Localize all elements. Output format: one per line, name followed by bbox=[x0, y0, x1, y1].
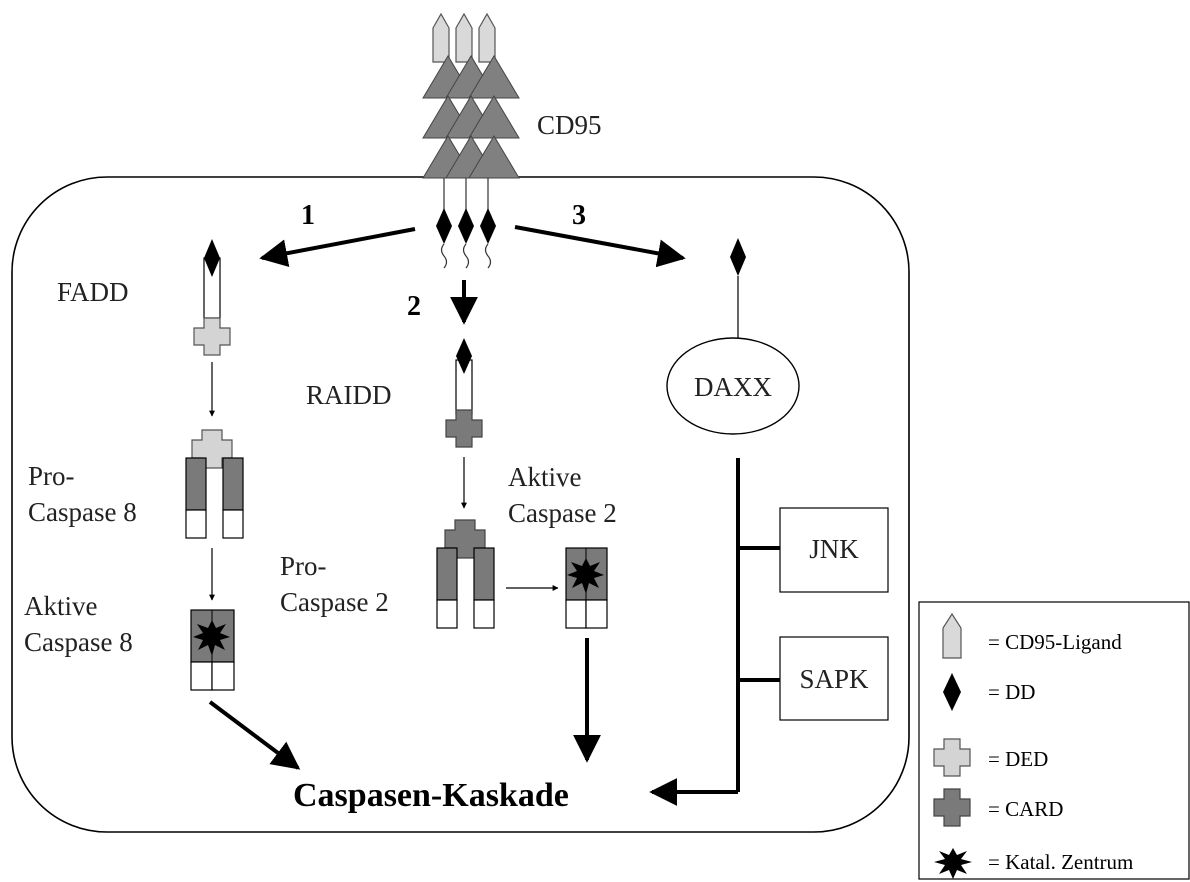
transmembrane-lines bbox=[443, 178, 489, 210]
legend-dd-icon bbox=[943, 673, 961, 711]
receptor-death-domains bbox=[436, 208, 496, 244]
caspase-cascade-label: Caspasen-Kaskade bbox=[293, 777, 569, 814]
legend-catalytic-center-icon bbox=[934, 848, 972, 879]
pathway-1-number: 1 bbox=[301, 200, 315, 231]
raidd-card bbox=[445, 409, 483, 448]
sapk-label: SAPK bbox=[799, 664, 869, 694]
aktcasp2-line1: Aktive bbox=[508, 462, 582, 492]
cell-membrane bbox=[11, 176, 910, 833]
procasp8-line2: Caspase 8 bbox=[28, 497, 137, 527]
procaspase-2-shape bbox=[436, 519, 495, 629]
legend-ded-icon bbox=[933, 738, 971, 777]
procasp2-line1: Pro- bbox=[280, 551, 327, 581]
daxx-signal-path bbox=[736, 458, 780, 792]
active-caspase-2-shape bbox=[565, 547, 608, 629]
catalytic-center-icon bbox=[193, 620, 230, 656]
legend-ligand-icon bbox=[942, 612, 962, 659]
procasp2-line2: Caspase 2 bbox=[280, 587, 389, 617]
jnk-label: JNK bbox=[809, 534, 859, 564]
daxx-label: DAXX bbox=[694, 372, 772, 402]
pathway-1-arrow bbox=[259, 227, 416, 268]
receptor-label: CD95 bbox=[537, 110, 602, 140]
pathway-2-number: 2 bbox=[407, 291, 421, 322]
daxx-dd bbox=[730, 238, 746, 276]
raidd-label: RAIDD bbox=[306, 380, 392, 410]
fadd-ded bbox=[193, 317, 231, 356]
legend-ded-text: = DED bbox=[988, 747, 1048, 771]
fadd-label: FADD bbox=[57, 277, 129, 307]
legend-card-icon bbox=[933, 788, 971, 827]
raidd-dd bbox=[456, 338, 472, 374]
procaspase-8-shape bbox=[185, 429, 244, 539]
pathway-3-number: 3 bbox=[572, 200, 586, 231]
legend-box bbox=[918, 601, 1190, 880]
procasp8-line1: Pro- bbox=[28, 461, 75, 491]
cd95-receptor bbox=[422, 55, 520, 179]
catalytic-center-icon bbox=[567, 558, 604, 594]
fadd-dd bbox=[204, 239, 220, 277]
aktcasp8-line2: Caspase 8 bbox=[24, 627, 133, 657]
legend-card-text: = CARD bbox=[988, 797, 1063, 821]
receptor-tails bbox=[440, 243, 492, 269]
pathway-3-arrow bbox=[514, 225, 686, 268]
legend-katal-text: = Katal. Zentrum bbox=[988, 850, 1133, 874]
aktcasp8-line1: Aktive bbox=[24, 591, 98, 621]
legend-ligand-text: = CD95-Ligand bbox=[988, 630, 1122, 654]
aktcasp8-to-cascade-arrow bbox=[208, 700, 301, 770]
aktcasp2-line2: Caspase 2 bbox=[508, 498, 617, 528]
sapk-box bbox=[779, 636, 889, 721]
legend-dd-text: = DD bbox=[988, 680, 1035, 704]
daxx-node bbox=[666, 337, 800, 435]
jnk-box bbox=[779, 507, 889, 593]
cd95-ligand-trimer bbox=[432, 12, 496, 63]
active-caspase-8-shape bbox=[190, 609, 235, 691]
